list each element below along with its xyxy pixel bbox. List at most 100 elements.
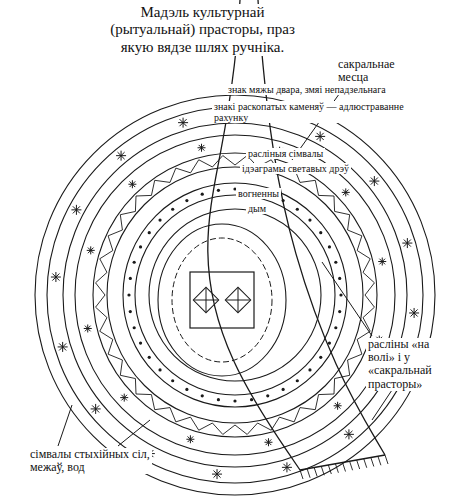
towel-fringe bbox=[357, 460, 360, 469]
dot-symbol bbox=[217, 189, 220, 192]
dot-symbol bbox=[129, 310, 132, 313]
dot-symbol bbox=[133, 261, 136, 264]
towel-fringe bbox=[350, 461, 353, 470]
star-symbol bbox=[335, 403, 341, 409]
star-symbol bbox=[343, 190, 349, 196]
ring-circle bbox=[75, 135, 395, 455]
towel-fringe bbox=[314, 468, 317, 477]
star-symbol bbox=[130, 181, 136, 187]
ring-circle bbox=[35, 95, 435, 495]
dot-symbol bbox=[296, 379, 299, 382]
dot-symbol bbox=[308, 368, 311, 371]
star-symbols bbox=[51, 111, 419, 479]
dot-symbol bbox=[133, 326, 136, 329]
dot-symbol bbox=[334, 261, 337, 264]
dot-symbol bbox=[171, 379, 174, 382]
star-symbol bbox=[411, 309, 418, 316]
dot-symbol bbox=[139, 342, 142, 345]
dot-symbol bbox=[338, 277, 341, 280]
annotation-label: ідэаграмы светавых дрэў bbox=[240, 163, 351, 174]
towel-edge bbox=[208, 0, 300, 470]
star-symbol bbox=[92, 405, 99, 412]
dot-symbol bbox=[148, 231, 151, 234]
dot-symbol bbox=[129, 277, 132, 280]
zigzag-band bbox=[96, 156, 375, 435]
dot-symbol bbox=[334, 326, 337, 329]
dot-symbol bbox=[201, 193, 204, 196]
star-symbol bbox=[59, 343, 66, 350]
star-symbol bbox=[371, 178, 378, 185]
star-symbol bbox=[379, 259, 385, 265]
cross-symbol bbox=[225, 287, 250, 312]
dot-symbol bbox=[233, 399, 236, 402]
dot-symbol bbox=[339, 293, 342, 296]
dot-symbol bbox=[158, 218, 161, 221]
towel-fringe bbox=[364, 459, 367, 468]
star-symbol bbox=[404, 240, 411, 247]
dot-symbol bbox=[185, 199, 188, 202]
dot-symbol bbox=[266, 394, 269, 397]
dot-symbol bbox=[158, 368, 161, 371]
inner-ellipse bbox=[172, 238, 272, 362]
dot-symbol bbox=[139, 245, 142, 248]
sacred-square bbox=[190, 272, 254, 328]
dot-symbol bbox=[185, 388, 188, 391]
dot-symbol bbox=[328, 342, 331, 345]
star-symbol bbox=[345, 431, 352, 438]
towel-fringe bbox=[328, 465, 331, 474]
dot-symbol bbox=[127, 293, 130, 296]
dot-symbol bbox=[328, 245, 331, 248]
towel-fringe bbox=[335, 464, 338, 473]
star-symbol bbox=[213, 471, 220, 478]
dot-symbol bbox=[282, 388, 285, 391]
dot-symbol bbox=[319, 231, 322, 234]
leader-line bbox=[58, 405, 72, 446]
dot-symbol bbox=[171, 208, 174, 211]
leader-line bbox=[372, 390, 392, 420]
dot-symbol bbox=[296, 208, 299, 211]
towel-fringe bbox=[378, 456, 381, 465]
diagram-title: Мадэль культурнай (рытуальнай) прасторы,… bbox=[95, 4, 310, 56]
towel-fringe bbox=[385, 455, 388, 464]
leader-line bbox=[322, 262, 372, 336]
annotation-label: расліны «на волі» і у «сакральнай прасто… bbox=[366, 338, 446, 391]
star-symbol bbox=[188, 436, 194, 442]
star-symbol bbox=[88, 248, 94, 254]
dot-symbol bbox=[201, 394, 204, 397]
ring-circle bbox=[149, 209, 321, 381]
star-symbol bbox=[85, 326, 91, 332]
ring-circle bbox=[93, 153, 377, 437]
leader-line bbox=[118, 420, 150, 446]
towel-fringe bbox=[300, 470, 303, 479]
dot-symbol bbox=[319, 356, 322, 359]
towel-fringe bbox=[321, 466, 324, 475]
annotation-label: сімвалы стыхійных сіл, межаў, вод bbox=[28, 448, 152, 474]
star-symbol bbox=[199, 145, 205, 151]
dot-symbol bbox=[338, 310, 341, 313]
dot-symbol bbox=[148, 356, 151, 359]
dot-symbol bbox=[308, 218, 311, 221]
star-symbol bbox=[73, 206, 80, 213]
star-symbol bbox=[118, 152, 125, 159]
dot-symbol bbox=[250, 398, 253, 401]
ring-circle bbox=[63, 123, 407, 467]
towel-fringe bbox=[343, 463, 346, 472]
star-symbol bbox=[283, 464, 290, 471]
annotation-label: расліныя сімвалы bbox=[246, 148, 325, 159]
inner-ellipse bbox=[158, 224, 286, 376]
ring-circle bbox=[47, 107, 423, 483]
annotation-label: дым bbox=[246, 203, 268, 214]
annotation-label: знакі раскопатых каменяў — адлюстраванне… bbox=[212, 101, 428, 123]
towel-fringe bbox=[307, 469, 310, 478]
star-symbol bbox=[317, 133, 324, 140]
annotation-label: знак мяжы двара, змяі непадзельнага bbox=[226, 84, 388, 95]
annotation-label: сакральнае месца bbox=[336, 58, 420, 84]
ring-circle bbox=[123, 183, 347, 407]
star-symbol bbox=[121, 395, 127, 401]
star-symbol bbox=[180, 119, 187, 126]
annotation-label: вогненны bbox=[236, 188, 281, 199]
towel-fringe bbox=[371, 458, 374, 467]
star-symbol bbox=[266, 439, 272, 445]
dot-symbol bbox=[217, 398, 220, 401]
star-symbol bbox=[52, 273, 59, 280]
